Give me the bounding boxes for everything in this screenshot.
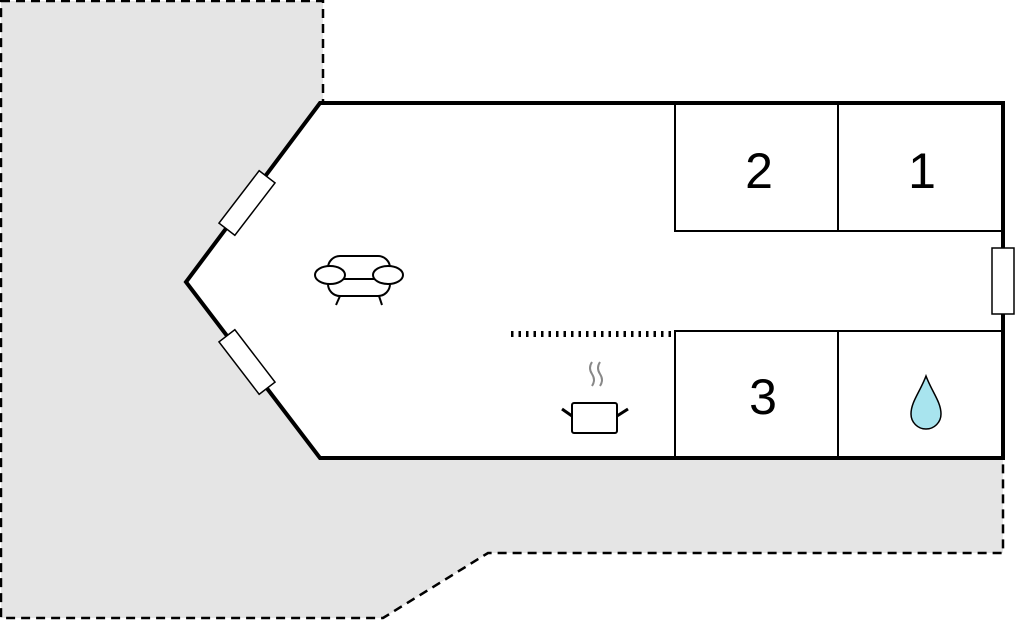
window [991, 247, 1015, 315]
water-drop-icon [910, 373, 942, 430]
window [217, 328, 277, 396]
room-2-label: 2 [745, 143, 773, 199]
window [217, 169, 277, 237]
room-3-label: 3 [749, 369, 777, 425]
sofa-icon [314, 255, 404, 306]
interior-walls [674, 103, 1003, 458]
building-outline [183, 101, 1005, 460]
cooking-pot-icon [561, 361, 629, 434]
room-1-label: 1 [908, 143, 936, 199]
